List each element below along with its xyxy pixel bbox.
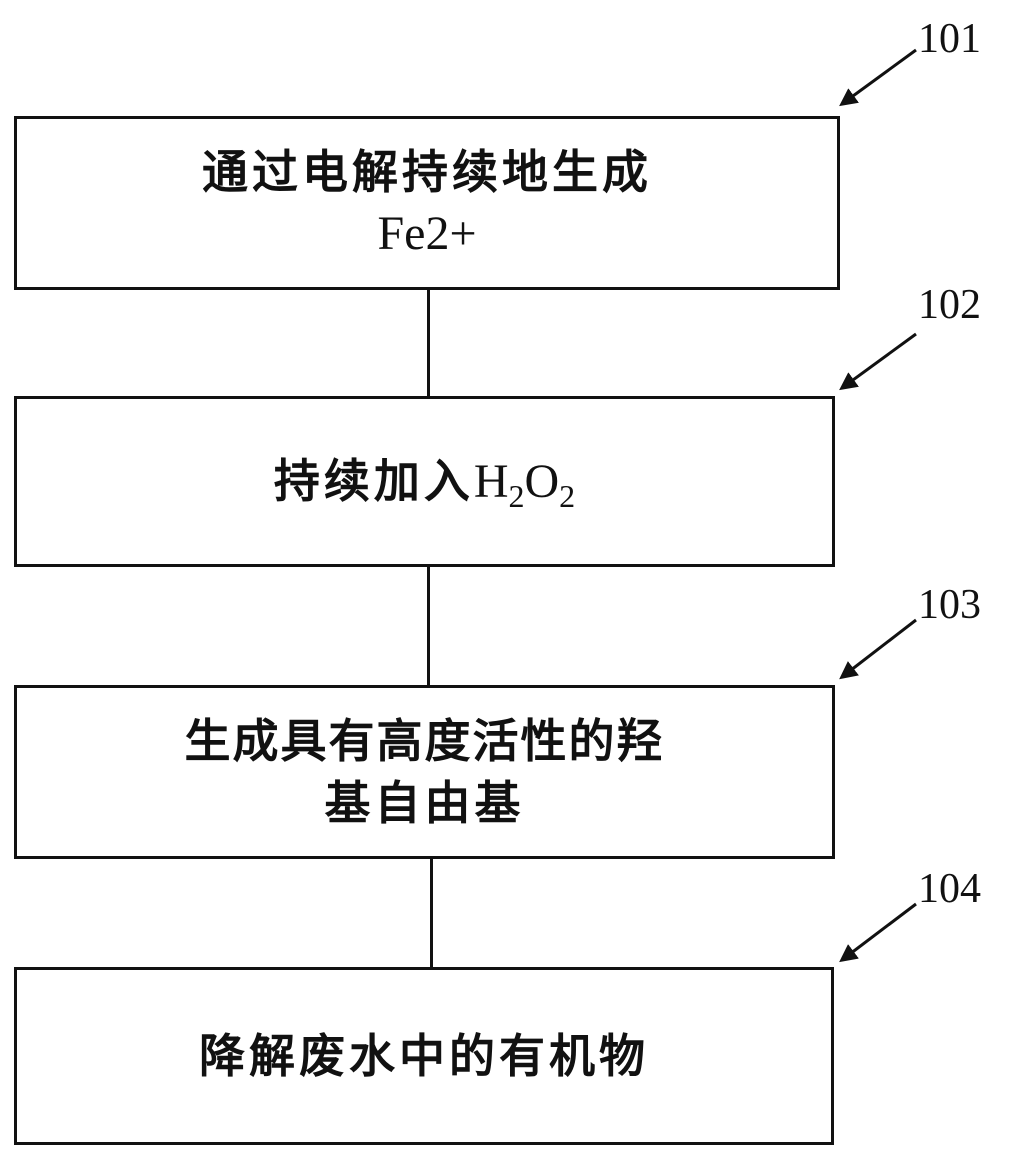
step-label-101: 101 — [918, 16, 981, 62]
arrow-101 — [839, 48, 917, 107]
step-102-prefix: 持续加入 — [273, 454, 474, 508]
arrow-102 — [839, 332, 917, 391]
step-102-text: 持续加入H2O2 — [274, 450, 575, 513]
step-101-line2: Fe2+ — [377, 207, 477, 260]
step-label-103: 103 — [918, 582, 981, 628]
connector-3-4 — [430, 857, 433, 969]
step-103-line1: 生成具有高度活性的羟 — [184, 714, 665, 768]
step-box-102: 持续加入H2O2 — [14, 396, 835, 567]
arrow-103 — [839, 618, 917, 680]
step-label-104: 104 — [918, 866, 981, 912]
step-box-103: 生成具有高度活性的羟 基自由基 — [14, 685, 835, 859]
connector-2-3 — [427, 565, 430, 685]
step-104-line1: 降解废水中的有机物 — [199, 1029, 649, 1083]
h2o2-formula: H2O2 — [473, 455, 576, 514]
step-101-line1: 通过电解持续地生成 — [202, 145, 652, 199]
step-box-101: 通过电解持续地生成 Fe2+ — [14, 116, 840, 290]
arrow-104 — [839, 902, 917, 963]
connector-1-2 — [427, 288, 430, 396]
step-label-102: 102 — [918, 282, 981, 328]
step-box-104: 降解废水中的有机物 — [14, 967, 834, 1145]
step-103-line2: 基自由基 — [324, 776, 525, 830]
